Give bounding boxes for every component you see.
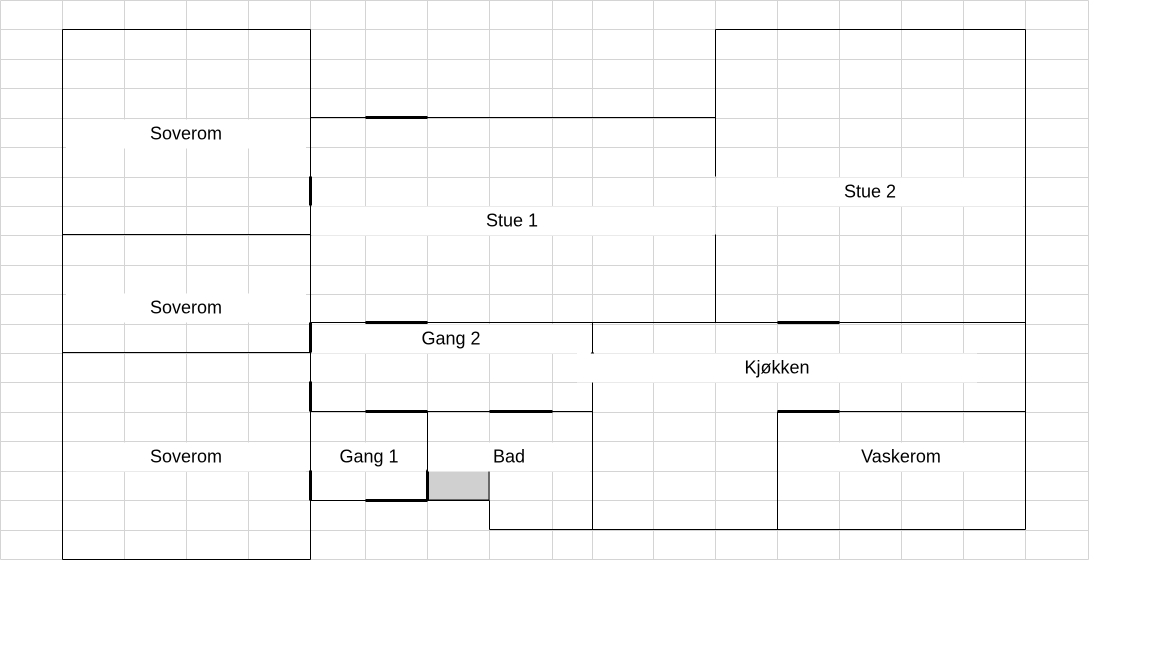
room-label-bedroom-3: Soverom	[66, 442, 306, 472]
room-label-bedroom-1: Soverom	[66, 119, 306, 149]
room-label-laundry: Vaskerom	[778, 442, 1024, 472]
room-label-living-2: Stue 2	[717, 177, 1023, 207]
room-label-living-1: Stue 1	[312, 206, 712, 236]
room-label-hall-2: Gang 2	[312, 324, 590, 354]
room-label-bath: Bad	[428, 442, 590, 472]
grid-lines	[0, 0, 1089, 560]
bath-fixture	[426, 469, 490, 501]
room-label-kitchen: Kjøkken	[577, 353, 977, 383]
room-label-bedroom-2: Soverom	[66, 293, 306, 323]
room-label-hall-1: Gang 1	[312, 442, 426, 472]
